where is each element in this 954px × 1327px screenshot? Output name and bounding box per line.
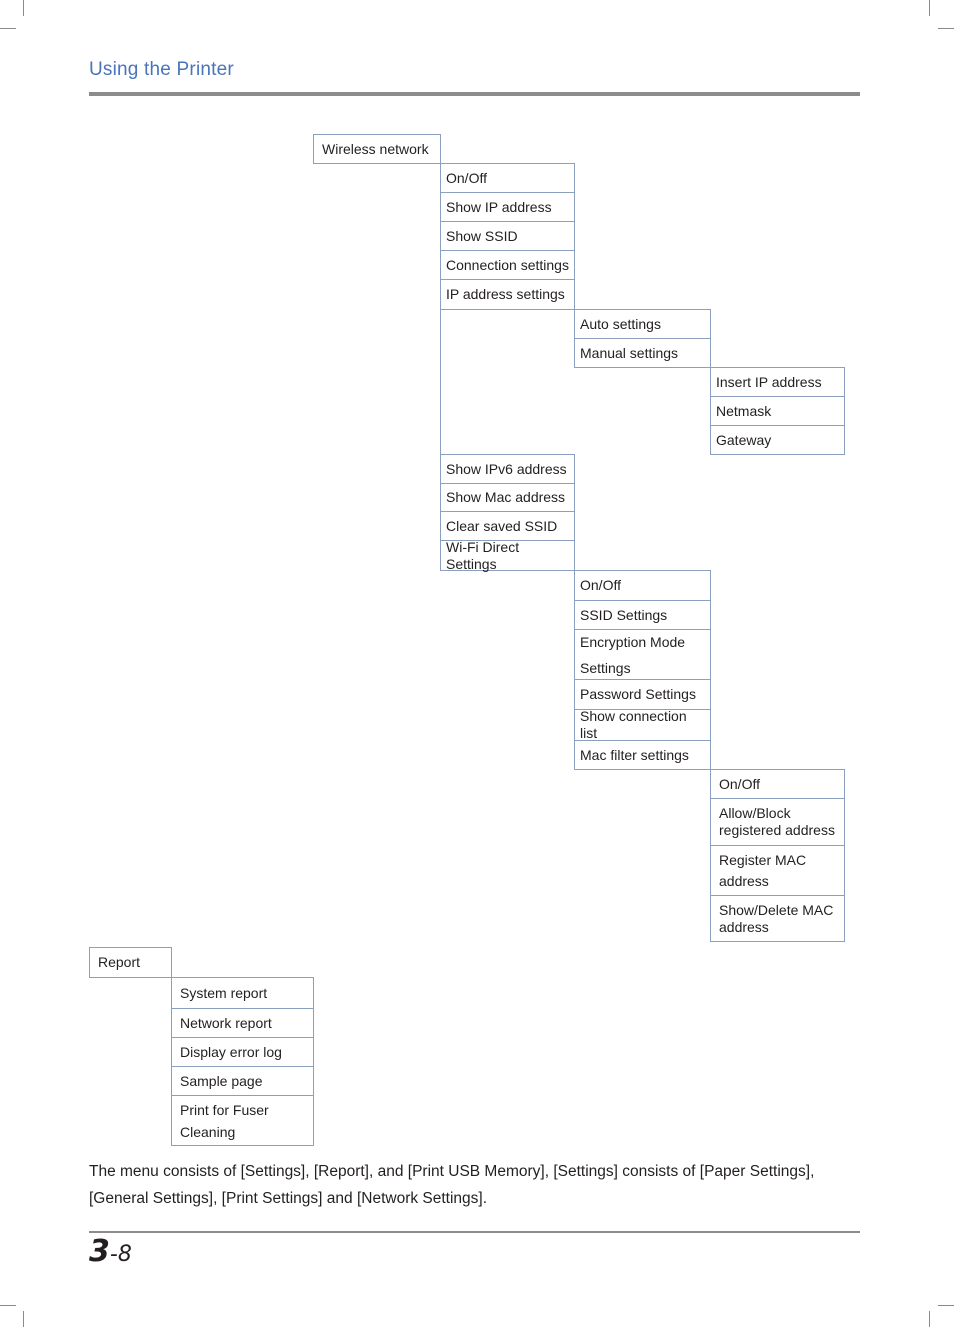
menu-show-mac-address: Show Mac address bbox=[440, 483, 575, 512]
menu-print-for-fuser-cleaning: Print for Fuser Cleaning bbox=[171, 1095, 314, 1146]
menu-show-connection-list: Show connection list bbox=[574, 708, 711, 741]
menu-filter-on-off: On/Off bbox=[710, 769, 845, 799]
crop-mark bbox=[0, 1305, 16, 1306]
menu-display-error-log: Display error log bbox=[171, 1037, 314, 1067]
menu-netmask: Netmask bbox=[710, 396, 845, 426]
menu-system-report: System report bbox=[171, 977, 314, 1009]
menu-wn-on-off: On/Off bbox=[440, 163, 575, 193]
menu-mac-filter-settings: Mac filter settings bbox=[574, 740, 711, 770]
menu-wireless-network: Wireless network bbox=[313, 134, 441, 164]
menu-encryption-mode-settings: Encryption Mode Settings bbox=[574, 629, 711, 680]
menu-sample-page: Sample page bbox=[171, 1066, 314, 1096]
menu-clear-saved-ssid: Clear saved SSID bbox=[440, 511, 575, 541]
crop-mark bbox=[0, 28, 16, 29]
menu-wifi-direct-settings: Wi-Fi Direct Settings bbox=[440, 539, 575, 572]
menu-auto-settings: Auto settings bbox=[574, 309, 711, 339]
menu-insert-ip-address: Insert IP address bbox=[710, 367, 845, 397]
crop-mark bbox=[938, 1305, 954, 1306]
crop-mark bbox=[23, 0, 24, 16]
footer-rule bbox=[89, 1231, 860, 1233]
header-title: Using the Printer bbox=[89, 59, 234, 80]
page-suffix: -8 bbox=[109, 1242, 132, 1267]
menu-show-ipv6-address: Show IPv6 address bbox=[440, 454, 575, 484]
description-text: The menu consists of [Settings], [Report… bbox=[89, 1163, 815, 1207]
crop-mark bbox=[929, 0, 930, 16]
chapter-number: 3 bbox=[89, 1234, 110, 1269]
menu-allow-block-registered-address: Allow/Block registered address bbox=[710, 798, 845, 846]
menu-show-delete-mac-address: Show/Delete MAC address bbox=[710, 895, 845, 942]
menu-network-report: Network report bbox=[171, 1008, 314, 1038]
crop-mark bbox=[929, 1311, 930, 1327]
header-rule bbox=[89, 92, 860, 96]
menu-gateway: Gateway bbox=[710, 425, 845, 455]
menu-register-mac-address: Register MAC address bbox=[710, 845, 845, 896]
menu-manual-settings: Manual settings bbox=[574, 338, 711, 368]
menu-ssid-settings: SSID Settings bbox=[574, 600, 711, 630]
menu-show-ssid: Show SSID bbox=[440, 221, 575, 251]
crop-mark bbox=[938, 28, 954, 29]
menu-show-ip-address: Show IP address bbox=[440, 192, 575, 222]
menu-password-settings: Password Settings bbox=[574, 679, 711, 710]
menu-connection-settings: Connection settings bbox=[440, 250, 575, 280]
crop-mark bbox=[23, 1311, 24, 1327]
page-number: 3-8 bbox=[89, 1234, 132, 1269]
menu-report: Report bbox=[89, 947, 172, 978]
tree-connector bbox=[440, 309, 441, 454]
menu-direct-on-off: On/Off bbox=[574, 570, 711, 601]
menu-ip-address-settings: IP address settings bbox=[440, 279, 575, 310]
